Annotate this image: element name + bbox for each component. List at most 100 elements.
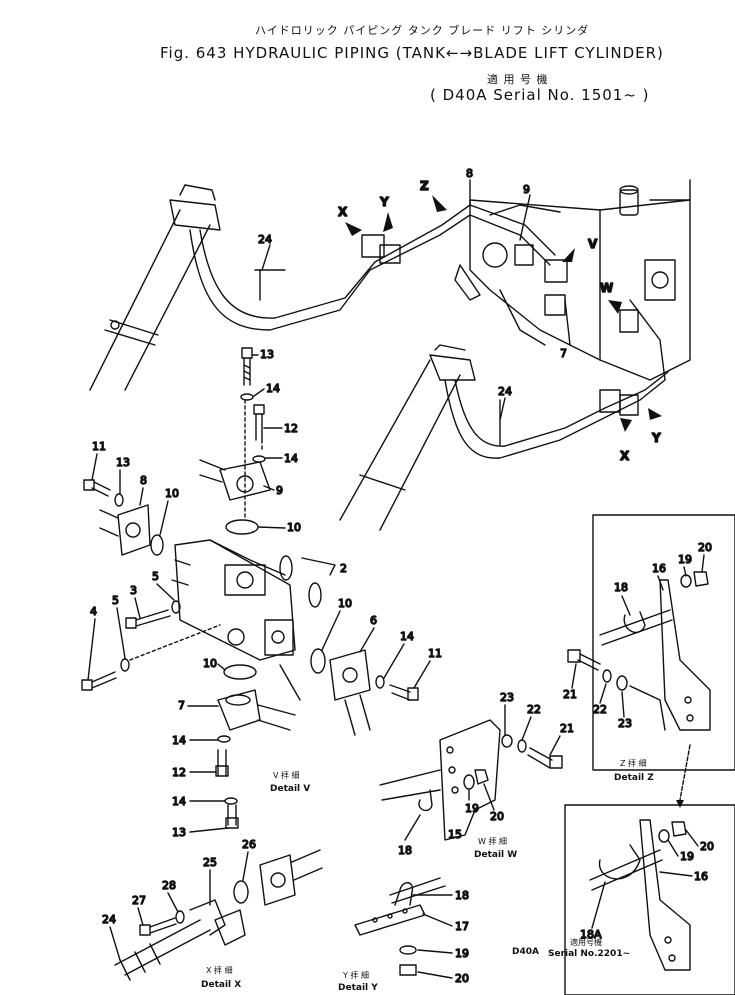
detail-d40a-assembly [589, 819, 691, 971]
washer-14-lower-a [217, 735, 231, 743]
callout-6: 6 [370, 614, 377, 627]
detail-y-label: Detail Y [338, 983, 378, 993]
view-arrow-z: Z [420, 179, 429, 193]
o-ring-26 [233, 880, 249, 904]
bolt-3 [125, 609, 171, 629]
callout-22-w: 22 [527, 703, 541, 716]
view-arrow-w: W [600, 281, 613, 295]
view-arrows [345, 195, 662, 432]
view-arrow-x-upper: X [338, 205, 348, 219]
callout-15: 15 [448, 828, 462, 841]
callout-18-w: 18 [398, 844, 412, 857]
callout-16-z: 16 [652, 562, 666, 575]
washer-13-left [114, 493, 124, 507]
callout-28: 28 [162, 879, 176, 892]
washer-5-lower [120, 658, 130, 672]
detail-z-frame [592, 514, 735, 771]
callout-11-right: 11 [428, 647, 442, 660]
detail-w-japanese: W 拝 細 [478, 837, 507, 846]
callout-17: 17 [455, 920, 469, 933]
callout-13-top: 13 [260, 348, 274, 361]
callout-5-upper: 5 [152, 570, 159, 583]
view-arrow-y-upper: Y [379, 195, 389, 209]
detail-w-label: Detail W [474, 850, 518, 860]
callout-19-y: 19 [455, 947, 469, 960]
detail-v-label: Detail V [270, 784, 311, 794]
detail-z-assembly [599, 571, 711, 731]
callout-14-top: 14 [266, 382, 280, 395]
washer-14-top [240, 393, 254, 401]
callout-14-lower-b: 14 [172, 795, 186, 808]
detail-d40a-model: D40A [512, 947, 539, 957]
detail-x-japanese: X 拝 細 [206, 966, 233, 975]
callout-7-upper: 7 [560, 347, 567, 360]
callout-10-right: 10 [338, 597, 352, 610]
callout-14-mid: 14 [284, 452, 298, 465]
hydraulic-tank [454, 179, 691, 381]
callout-18-z: 18 [614, 581, 628, 594]
bolt-11-left [83, 479, 111, 497]
view-arrow-v: V [588, 237, 598, 251]
washer-23-z [616, 675, 628, 691]
callout-19-w: 19 [465, 802, 479, 815]
callout-12-top: 12 [284, 422, 298, 435]
callout-3: 3 [130, 584, 137, 597]
callout-21-z: 21 [563, 688, 577, 701]
callout-9-upper: 9 [523, 183, 530, 196]
bolt-12-lower [215, 749, 229, 777]
detail-y-japanese: Y 拝 細 [343, 971, 369, 980]
elbow-7 [217, 689, 296, 731]
callout-25: 25 [203, 856, 217, 869]
washer-22-w [517, 739, 527, 753]
detail-x-label: Detail X [201, 980, 242, 990]
callout-7-elbow: 7 [178, 699, 185, 712]
washer-22-z [602, 669, 612, 683]
callout-23-z: 23 [618, 717, 632, 730]
detail-v-japanese: V 拝 細 [273, 771, 300, 780]
callout-18A: 18A [580, 928, 602, 941]
bolt-12-top [253, 404, 265, 441]
view-arrow-x-lower: X [620, 449, 630, 463]
detail-d40a-serial: Serial No.2201~ [548, 949, 631, 959]
callout-20-y: 20 [455, 972, 469, 985]
callout-27: 27 [132, 894, 146, 907]
callout-20-w: 20 [490, 810, 504, 823]
o-ring-10-left [150, 534, 164, 556]
bolt-13-lower [225, 804, 239, 829]
o-ring-2-a [279, 555, 293, 581]
detail-d40a-frame [564, 804, 735, 995]
flange-detail-x [259, 849, 323, 906]
detail-x-assembly [114, 899, 246, 981]
callout-24-upper: 24 [258, 233, 272, 246]
manifold-block [171, 539, 296, 661]
callout-9-flange: 9 [276, 484, 283, 497]
bolt-11-right [389, 684, 419, 701]
callout-26: 26 [242, 838, 256, 851]
callout-19-d40a: 19 [680, 850, 694, 863]
upper-hoses [189, 204, 556, 331]
o-ring-10-mid [223, 664, 257, 680]
callout-14-flange6: 14 [400, 630, 414, 643]
blade-lift-cylinder-right [339, 344, 476, 531]
lower-hoses [444, 299, 669, 459]
callout-8-upper: 8 [466, 167, 473, 180]
o-ring-2-b [308, 582, 322, 608]
detail-z-label: Detail Z [614, 773, 654, 783]
callout-8-left: 8 [140, 474, 147, 487]
detail-z-japanese: Z 拝 細 [620, 759, 647, 768]
callout-16-d40a: 16 [694, 870, 708, 883]
blade-lift-cylinder-left [89, 184, 221, 391]
callout-14-lower-a: 14 [172, 734, 186, 747]
o-ring-10-right [310, 648, 326, 674]
bolt-13-top [241, 347, 253, 386]
callout-24-lower: 24 [102, 913, 116, 926]
callout-5-lower: 5 [112, 594, 119, 607]
callout-22-z: 22 [593, 703, 607, 716]
serial-number-range: ( D40A Serial No. 1501~ ) [430, 86, 650, 104]
callout-10-top: 10 [287, 521, 301, 534]
figure-title: Fig. 643 HYDRAULIC PIPING (TANK←→BLADE L… [160, 44, 664, 62]
washer-14-flange6 [375, 675, 385, 689]
bolt-4 [81, 671, 117, 691]
detail-w-assembly [379, 719, 501, 841]
